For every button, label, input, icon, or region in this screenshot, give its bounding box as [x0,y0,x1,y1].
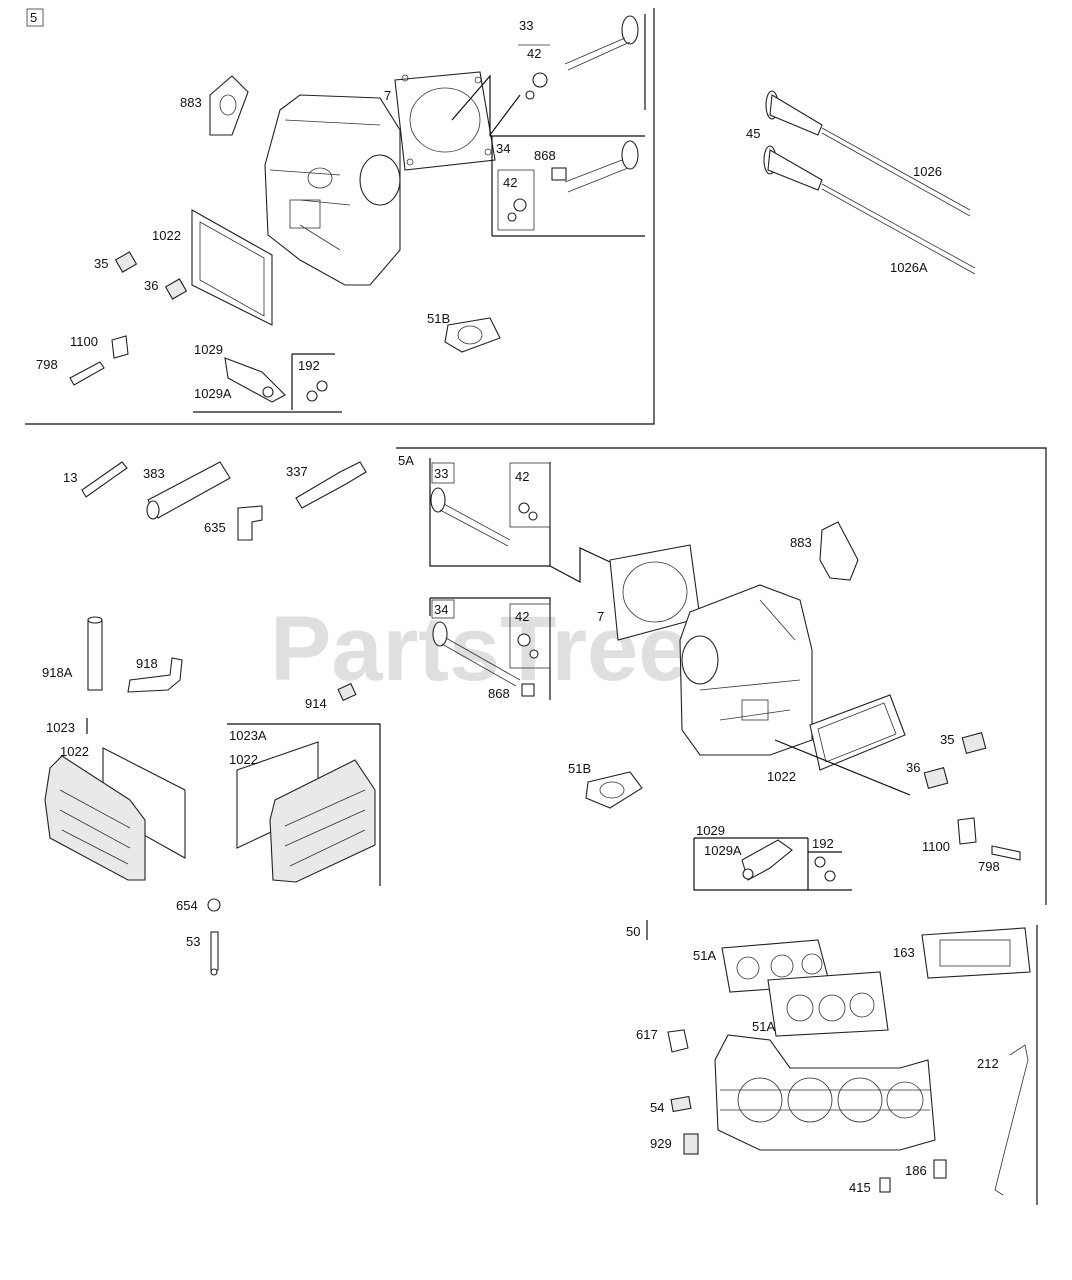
label-42: 42 [515,469,529,484]
section-5a-border [396,447,1047,905]
label-35: 35 [940,732,954,747]
label-635: 635 [204,520,226,535]
label-7: 7 [597,609,604,624]
label-1029A: 1029A [194,386,232,401]
label-34: 34 [496,141,510,156]
label-54: 54 [650,1100,664,1115]
label-35: 35 [94,256,108,271]
label-53: 53 [186,934,200,949]
label-914: 914 [305,696,327,711]
label-1100: 1100 [70,334,98,349]
label-383: 383 [143,466,165,481]
section-5-border [25,8,655,425]
gasket-883-part [209,75,249,136]
label-7: 7 [384,88,391,103]
label-163: 163 [893,945,915,960]
label-1029A: 1029A [704,843,742,858]
label-36: 36 [144,278,158,293]
rocker-gasket-part [191,209,273,326]
label-1023: 1023 [46,720,75,735]
label-45: 45 [746,126,760,141]
label-798: 798 [978,859,1000,874]
label-1026A: 1026A [890,260,928,275]
label-1026: 1026 [913,164,942,179]
section-5a-label: 5A [398,453,414,468]
label-42: 42 [503,175,517,190]
label-51B: 51B [427,311,450,326]
label-36: 36 [906,760,920,775]
section-5-box [26,8,44,27]
label-1022: 1022 [60,744,89,759]
pushrods-group: 45 1026 1026A [746,90,976,275]
section-50: 50 51A 51A 163 617 212 54 929 186 415 [626,920,1038,1205]
label-918A: 918A [42,665,73,680]
label-918: 918 [136,656,158,671]
label-42: 42 [527,46,541,61]
label-42: 42 [515,609,529,624]
label-212: 212 [977,1056,999,1071]
plug-36-part [164,278,188,300]
label-34: 34 [434,602,448,617]
label-868: 868 [534,148,556,163]
label-1100: 1100 [922,839,950,854]
label-192: 192 [812,836,834,851]
label-51B: 51B [568,761,591,776]
label-868: 868 [488,686,510,701]
bolt-798-part [69,361,105,386]
box-34 [490,135,645,237]
label-415: 415 [849,1180,871,1195]
label-654: 654 [176,898,198,913]
label-1022: 1022 [152,228,181,243]
label-13: 13 [63,470,77,485]
label-1022: 1022 [229,752,258,767]
label-883: 883 [790,535,812,550]
label-186: 186 [905,1163,927,1178]
label-798: 798 [36,357,58,372]
misc-parts-left: 13 383 337 635 918A 918 914 1023 1022 10… [42,461,381,976]
valve-33-part [564,14,646,110]
box-1029 [193,353,342,413]
gasket-51B-part [444,317,501,353]
label-1029: 1029 [194,342,223,357]
label-617: 617 [636,1027,658,1042]
label-929: 929 [650,1136,672,1151]
label-51A: 51A [693,948,716,963]
section-5: 5 [25,8,655,425]
section-5-label: 5 [30,10,37,25]
label-192: 192 [298,358,320,373]
label-883: 883 [180,95,202,110]
label-33: 33 [519,18,533,33]
clip-1100-part [111,335,129,359]
label-33: 33 [434,466,448,481]
label-1022: 1022 [767,769,796,784]
head-gasket-part [394,71,496,171]
label-337: 337 [286,464,308,479]
section-5-leader [451,74,521,137]
cylinder-head-part [264,94,401,286]
section-5a: 5A [396,447,1047,905]
plug-35-part [114,251,138,273]
label-51A: 51A [752,1019,775,1034]
label-1029: 1029 [696,823,725,838]
section-50-label: 50 [626,924,640,939]
label-1023A: 1023A [229,728,267,743]
